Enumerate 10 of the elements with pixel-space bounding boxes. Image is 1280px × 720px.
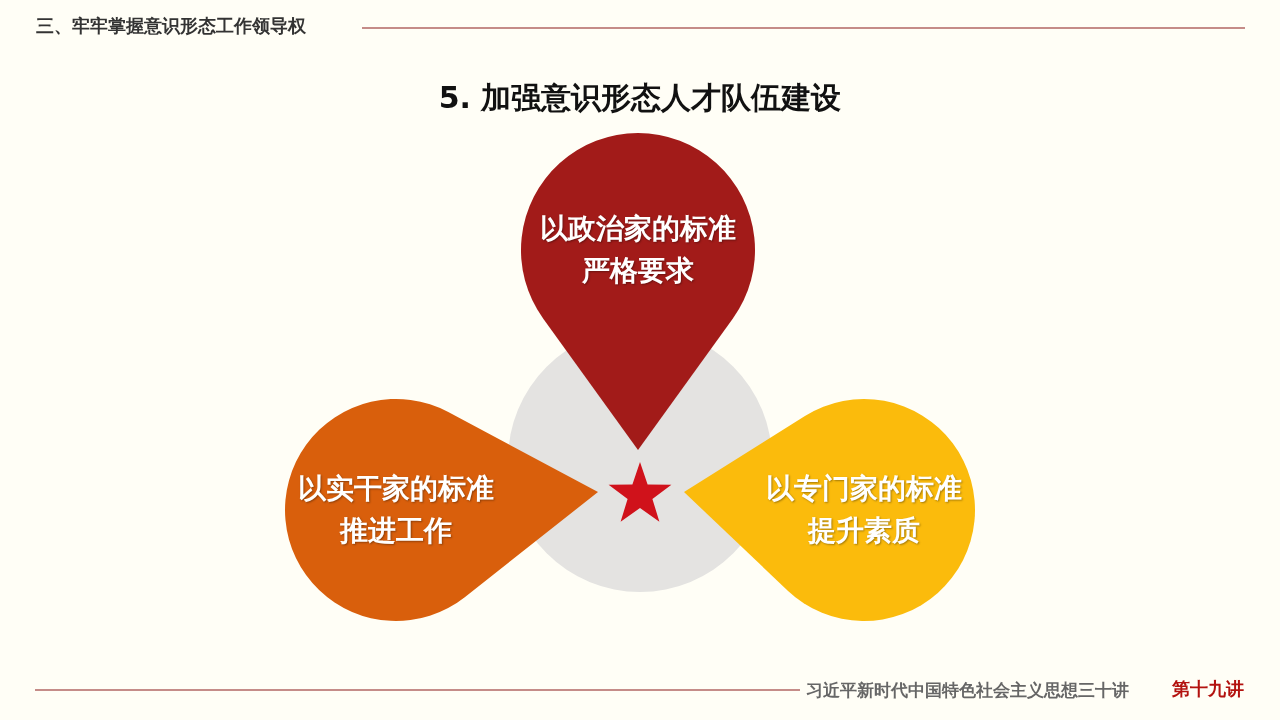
chapter-label: 第十九讲 xyxy=(1172,677,1244,701)
teardrop-text: 以实干家的标准推进工作 xyxy=(297,471,495,549)
teardrop-text: 以专门家的标准提升素质 xyxy=(765,471,963,549)
section-heading: 三、牢牢掌握意识形态工作领导权 xyxy=(36,14,306,38)
slide-title: 5. 加强意识形态人才队伍建设 xyxy=(437,79,843,117)
footer-text: 习近平新时代中国特色社会主义思想三十讲 xyxy=(806,679,1129,702)
teardrop-shape xyxy=(684,399,975,621)
teardrop-shape xyxy=(521,133,755,450)
teardrop-text: 以政治家的标准严格要求 xyxy=(539,211,737,289)
teardrop-shape xyxy=(285,399,598,621)
